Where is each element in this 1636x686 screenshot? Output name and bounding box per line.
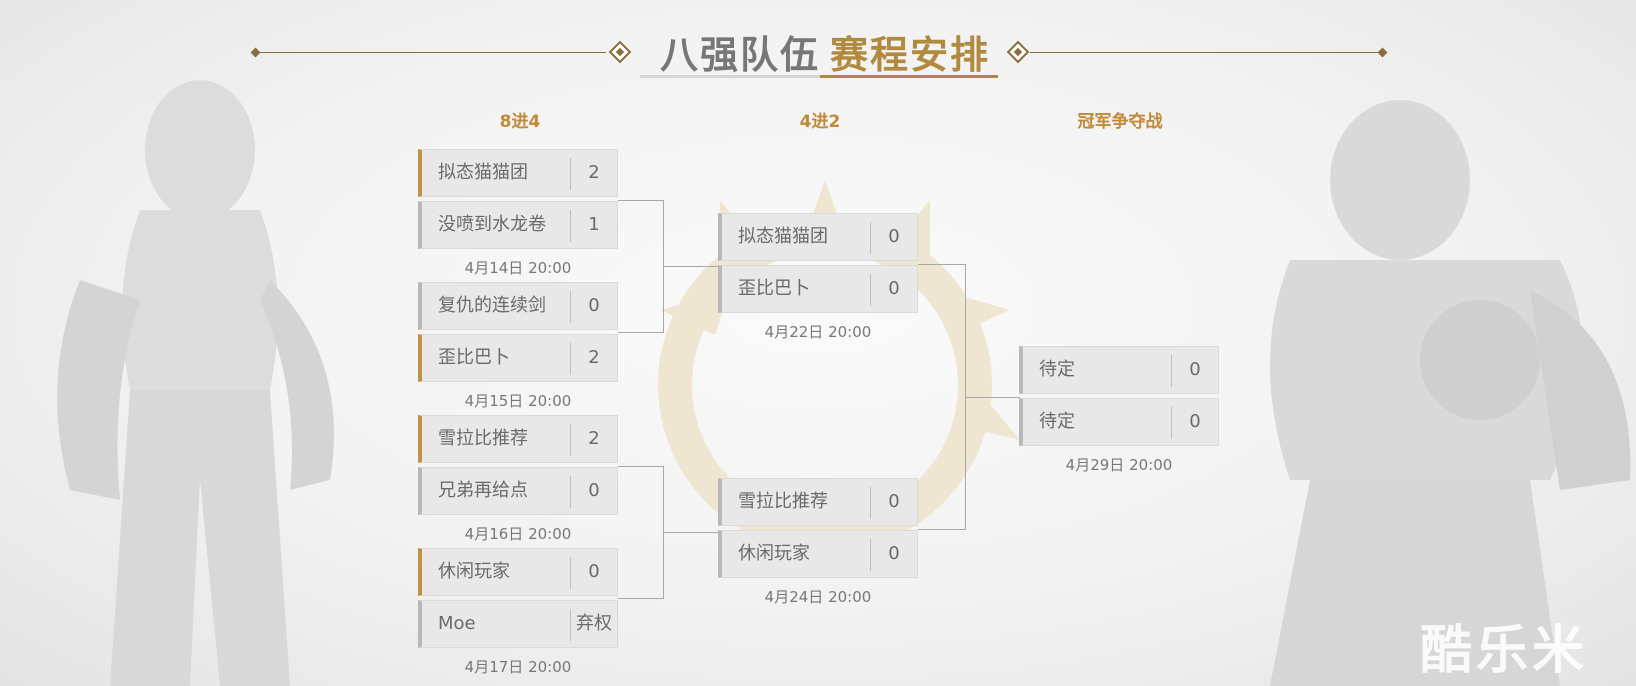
header-title-part1: 八强队伍 bbox=[660, 32, 821, 77]
match-team-row[interactable]: 拟态猫猫团 2 bbox=[418, 149, 618, 197]
team-name: 歪比巴卜 bbox=[738, 278, 810, 299]
match-date: 4月29日 20:00 bbox=[1065, 456, 1173, 474]
score-divider bbox=[570, 210, 571, 242]
team-name: 兄弟再给点 bbox=[438, 480, 528, 501]
match-date: 4月22日 20:00 bbox=[764, 323, 872, 341]
match-team-row[interactable]: 雪拉比推荐 0 bbox=[718, 478, 918, 526]
match-team-row[interactable]: 休闲玩家 0 bbox=[418, 548, 618, 596]
team-score: 1 bbox=[588, 214, 600, 235]
team-score: 0 bbox=[588, 480, 600, 501]
match-team-row[interactable]: Moe 弃权 bbox=[418, 600, 618, 648]
header-title-part2: 赛程安排 bbox=[830, 32, 991, 77]
score-divider bbox=[570, 609, 571, 641]
score-divider bbox=[570, 158, 571, 190]
match-date: 4月15日 20:00 bbox=[464, 392, 572, 410]
team-name: 复仇的连续剑 bbox=[438, 295, 546, 316]
bracket-connector bbox=[918, 264, 966, 530]
team-name: 歪比巴卜 bbox=[438, 347, 510, 368]
team-score: 0 bbox=[1189, 359, 1201, 380]
score-divider bbox=[570, 557, 571, 589]
team-name: 休闲玩家 bbox=[438, 561, 510, 582]
score-divider bbox=[1171, 407, 1172, 439]
team-score: 0 bbox=[588, 295, 600, 316]
team-name: 待定 bbox=[1039, 411, 1075, 432]
score-divider bbox=[870, 539, 871, 571]
match-team-row[interactable]: 没喷到水龙卷 1 bbox=[418, 201, 618, 249]
score-divider bbox=[870, 274, 871, 306]
score-divider bbox=[570, 476, 571, 508]
match-team-row[interactable]: 待定 0 bbox=[1019, 346, 1219, 394]
bracket-connector-line bbox=[966, 397, 1020, 398]
match-date: 4月17日 20:00 bbox=[464, 658, 572, 676]
header-underline-gray bbox=[640, 75, 820, 78]
bracket-connector-line bbox=[664, 266, 720, 267]
character-left-illustration bbox=[57, 80, 334, 686]
score-divider bbox=[1171, 355, 1172, 387]
team-score: 2 bbox=[588, 428, 600, 449]
team-name: 雪拉比推荐 bbox=[738, 491, 828, 512]
header-dot-right bbox=[1377, 47, 1388, 58]
team-name: 拟态猫猫团 bbox=[738, 226, 828, 247]
header-underline-gold bbox=[820, 75, 998, 78]
team-score: 2 bbox=[588, 162, 600, 183]
team-score: 0 bbox=[888, 543, 900, 564]
round-title-semifinal: 4进2 bbox=[799, 112, 841, 132]
bracket-connector bbox=[618, 200, 664, 333]
header-line-left bbox=[256, 52, 606, 53]
match-team-row[interactable]: 歪比巴卜 0 bbox=[718, 265, 918, 313]
team-score: 0 bbox=[888, 491, 900, 512]
team-name: 待定 bbox=[1039, 359, 1075, 380]
team-name: 休闲玩家 bbox=[738, 543, 810, 564]
header-ornament-left-icon bbox=[608, 40, 632, 64]
team-name: Moe bbox=[438, 613, 476, 634]
match-team-row[interactable]: 歪比巴卜 2 bbox=[418, 334, 618, 382]
team-name: 拟态猫猫团 bbox=[438, 162, 528, 183]
round-title-quarterfinal: 8进4 bbox=[499, 112, 541, 132]
team-name: 没喷到水龙卷 bbox=[438, 214, 546, 235]
match-date: 4月14日 20:00 bbox=[464, 259, 572, 277]
match-team-row[interactable]: 拟态猫猫团 0 bbox=[718, 213, 918, 261]
header-line-right bbox=[1030, 52, 1382, 53]
team-score: 弃权 bbox=[576, 613, 612, 634]
score-divider bbox=[570, 343, 571, 375]
team-score: 2 bbox=[588, 347, 600, 368]
header-ornament-right-icon bbox=[1006, 40, 1030, 64]
match-team-row[interactable]: 雪拉比推荐 2 bbox=[418, 415, 618, 463]
bracket-connector-line bbox=[664, 532, 720, 533]
team-score: 0 bbox=[888, 278, 900, 299]
header-dot-left bbox=[250, 47, 261, 58]
match-team-row[interactable]: 待定 0 bbox=[1019, 398, 1219, 446]
round-title-final: 冠军争夺战 bbox=[1077, 112, 1163, 132]
match-team-row[interactable]: 休闲玩家 0 bbox=[718, 530, 918, 578]
watermark-logo: 酷乐米 bbox=[1420, 621, 1589, 681]
bracket-connector bbox=[618, 466, 664, 599]
score-divider bbox=[870, 487, 871, 519]
team-score: 0 bbox=[588, 561, 600, 582]
team-score: 0 bbox=[1189, 411, 1201, 432]
match-date: 4月16日 20:00 bbox=[464, 525, 572, 543]
team-score: 0 bbox=[888, 226, 900, 247]
match-team-row[interactable]: 复仇的连续剑 0 bbox=[418, 282, 618, 330]
team-name: 雪拉比推荐 bbox=[438, 428, 528, 449]
match-team-row[interactable]: 兄弟再给点 0 bbox=[418, 467, 618, 515]
score-divider bbox=[570, 424, 571, 456]
character-right-illustration bbox=[1270, 100, 1631, 686]
score-divider bbox=[870, 222, 871, 254]
score-divider bbox=[570, 291, 571, 323]
match-date: 4月24日 20:00 bbox=[764, 588, 872, 606]
